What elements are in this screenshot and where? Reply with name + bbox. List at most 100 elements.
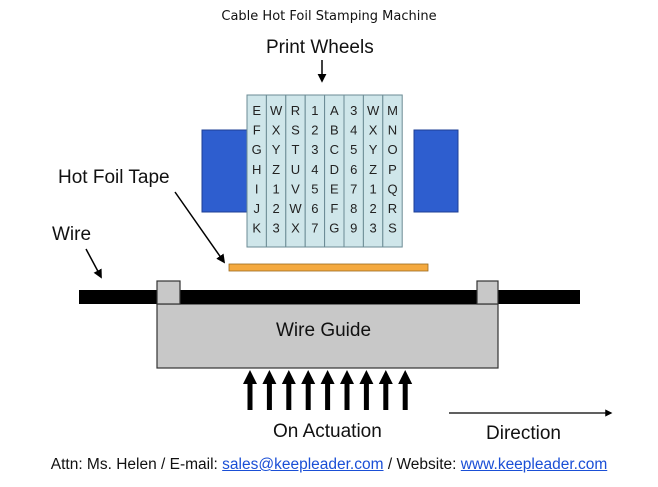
- right-guide-post: [476, 280, 499, 305]
- wheel-character: 7: [350, 181, 357, 196]
- wheel-character: K: [252, 221, 261, 236]
- wheel-character: 2: [369, 201, 376, 216]
- wheel-character: 1: [369, 181, 376, 196]
- actuation-arrow-shaft: [266, 382, 272, 410]
- wheel-character: 3: [369, 221, 376, 236]
- wheel-character: X: [291, 221, 300, 236]
- wheel-character: U: [291, 162, 300, 177]
- wheel-character: I: [255, 181, 259, 196]
- actuation-arrow-shaft: [286, 382, 292, 410]
- direction-label: Direction: [486, 423, 561, 444]
- left-wheel-holder: [201, 129, 249, 213]
- wheel-character: R: [388, 201, 397, 216]
- wheel-character: W: [289, 201, 302, 216]
- wheel-character: F: [253, 123, 261, 138]
- actuation-arrow-head: [320, 370, 335, 384]
- wheel-character: 5: [350, 142, 357, 157]
- wheel-character: Y: [369, 142, 378, 157]
- actuation-arrows: [243, 370, 413, 410]
- wheel-character: T: [292, 142, 300, 157]
- wheel-character: 3: [350, 103, 357, 118]
- actuation-arrow-shaft: [305, 382, 311, 410]
- contact-footer: Attn: Ms. Helen / E-mail: sales@keeplead…: [0, 456, 658, 474]
- wheel-character: 4: [311, 162, 318, 177]
- wire-label: Wire: [52, 224, 92, 245]
- wheel-character: E: [330, 181, 339, 196]
- wheel-character: H: [252, 162, 261, 177]
- wheel-character: W: [270, 103, 283, 118]
- wheel-character: E: [252, 103, 261, 118]
- on-actuation-label: On Actuation: [273, 421, 382, 442]
- actuation-arrow-shaft: [344, 382, 350, 410]
- wheel-character: P: [388, 162, 397, 177]
- wheel-character: D: [330, 162, 339, 177]
- wheel-character: 3: [311, 142, 318, 157]
- wire-guide: [156, 303, 499, 369]
- wire-guide-label: Wire Guide: [276, 320, 372, 341]
- footer-middle: / Website:: [383, 456, 461, 473]
- actuation-arrow-head: [398, 370, 413, 384]
- wheel-character: V: [291, 181, 300, 196]
- wheel-character: N: [388, 123, 397, 138]
- wheel-character: 1: [311, 103, 318, 118]
- diagram-title: Cable Hot Foil Stamping Machine: [221, 9, 437, 24]
- wire-pointer: [85, 248, 102, 279]
- wheel-character: A: [330, 103, 339, 118]
- actuation-arrow-shaft: [402, 382, 408, 410]
- wheel-character: 9: [350, 221, 357, 236]
- actuation-arrow-head: [359, 370, 374, 384]
- footer-prefix: Attn: Ms. Helen / E-mail:: [50, 456, 223, 473]
- wheel-character: R: [291, 103, 300, 118]
- wheel-character: 2: [272, 201, 279, 216]
- left-guide-post: [156, 280, 181, 305]
- actuation-arrow-head: [281, 370, 296, 384]
- actuation-arrow-shaft: [247, 382, 253, 410]
- wheel-character: S: [291, 123, 300, 138]
- wheel-character: 1: [272, 181, 279, 196]
- right-wheel-holder: [413, 129, 459, 213]
- wheel-character: S: [388, 221, 397, 236]
- actuation-arrow-shaft: [363, 382, 369, 410]
- wheel-character: W: [367, 103, 380, 118]
- website-link[interactable]: www.keepleader.com: [460, 456, 608, 473]
- wheel-character: B: [330, 123, 339, 138]
- actuation-arrow-shaft: [383, 382, 389, 410]
- email-link[interactable]: sales@keepleader.com: [222, 456, 384, 473]
- actuation-arrow-head: [378, 370, 393, 384]
- wheel-character: X: [272, 123, 281, 138]
- wheel-character: M: [387, 103, 398, 118]
- wheel-character: Q: [387, 181, 397, 196]
- print-wheel: [382, 94, 403, 248]
- wheel-character: Z: [272, 162, 280, 177]
- wheel-character: Y: [272, 142, 281, 157]
- wire: [79, 290, 580, 304]
- hot-foil-tape: [228, 263, 429, 272]
- hot-foil-tape-label: Hot Foil Tape: [58, 167, 170, 188]
- print-wheels-label: Print Wheels: [266, 37, 374, 58]
- wheel-character: Z: [369, 162, 377, 177]
- print-wheels: EFGHIJKWXYZ123RSTUVWX1234567ABCDEFG34567…: [246, 94, 403, 248]
- actuation-arrow-head: [243, 370, 257, 384]
- wheel-character: 3: [272, 221, 279, 236]
- wheel-character: O: [387, 142, 397, 157]
- actuation-arrow-head: [262, 370, 277, 384]
- wheel-character: 6: [350, 162, 357, 177]
- wheel-character: 7: [311, 221, 318, 236]
- wheel-character: 8: [350, 201, 357, 216]
- wheel-character: 2: [311, 123, 318, 138]
- wheel-character: F: [330, 201, 338, 216]
- actuation-arrow-shaft: [325, 382, 331, 410]
- wheel-character: 4: [350, 123, 357, 138]
- hot-foil-tape-pointer: [174, 191, 226, 264]
- wheel-character: 6: [311, 201, 318, 216]
- wheel-character: C: [330, 142, 339, 157]
- wheel-character: 5: [311, 181, 318, 196]
- wheel-character: G: [329, 221, 339, 236]
- wheel-character: X: [369, 123, 378, 138]
- wheel-character: G: [252, 142, 262, 157]
- actuation-arrow-head: [340, 370, 354, 384]
- actuation-arrow-head: [301, 370, 316, 384]
- wheel-character: J: [253, 201, 260, 216]
